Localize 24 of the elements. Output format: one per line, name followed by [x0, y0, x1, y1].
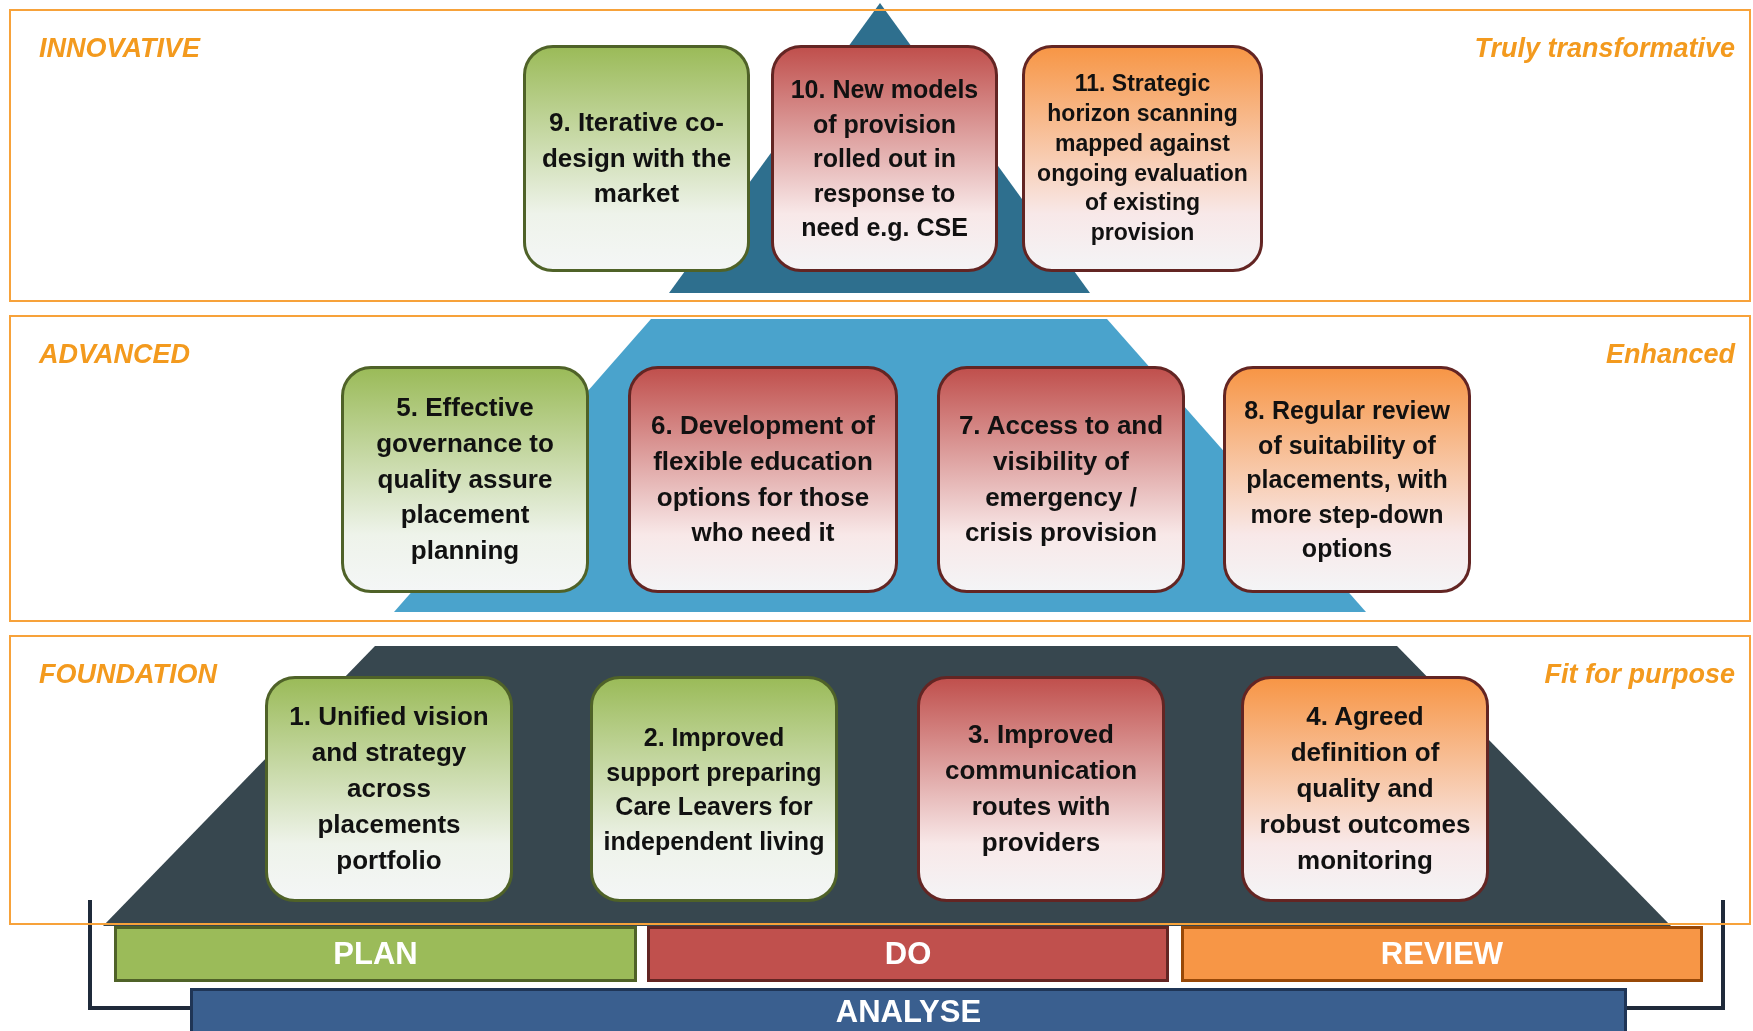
action-card: 8. Regular review of suitability of placements, with more step-down options: [1223, 366, 1471, 593]
level-band: [9, 9, 1751, 302]
level-heading: FOUNDATION: [39, 659, 217, 690]
action-card: 6. Development of flexible education options for those who need it: [628, 366, 898, 593]
level-descriptor: Fit for purpose: [1544, 659, 1735, 690]
level-heading: INNOVATIVE: [39, 33, 200, 64]
action-card: 2. Improved support preparing Care Leavers for independent living: [590, 676, 838, 902]
level-band: [9, 635, 1751, 925]
action-card: 9. Iterative co-design with the market: [523, 45, 750, 272]
phase-bar: PLAN: [114, 926, 637, 982]
level-heading: ADVANCED: [39, 339, 190, 370]
level-descriptor: Enhanced: [1605, 339, 1735, 370]
phase-bar: REVIEW: [1181, 926, 1703, 982]
action-card: 11. Strategic horizon scanning mapped against ongoing evaluation of existing provision: [1022, 45, 1263, 272]
action-card: 1. Unified vision and strategy across placements portfolio: [265, 676, 513, 902]
level-band: [9, 315, 1751, 622]
phase-bar: DO: [647, 926, 1169, 982]
action-card: 5. Effective governance to quality assure placement planning: [341, 366, 589, 593]
phase-bar: ANALYSE: [190, 988, 1627, 1031]
action-card: 4. Agreed definition of quality and robust outcomes monitoring: [1241, 676, 1489, 902]
action-card: 10. New models of provision rolled out in response to need e.g. CSE: [771, 45, 998, 272]
action-card: 7. Access to and visibility of emergency / crisis provision: [937, 366, 1185, 593]
level-descriptor: Truly transformative: [1474, 33, 1735, 64]
action-card: 3. Improved communication routes with providers: [917, 676, 1165, 902]
